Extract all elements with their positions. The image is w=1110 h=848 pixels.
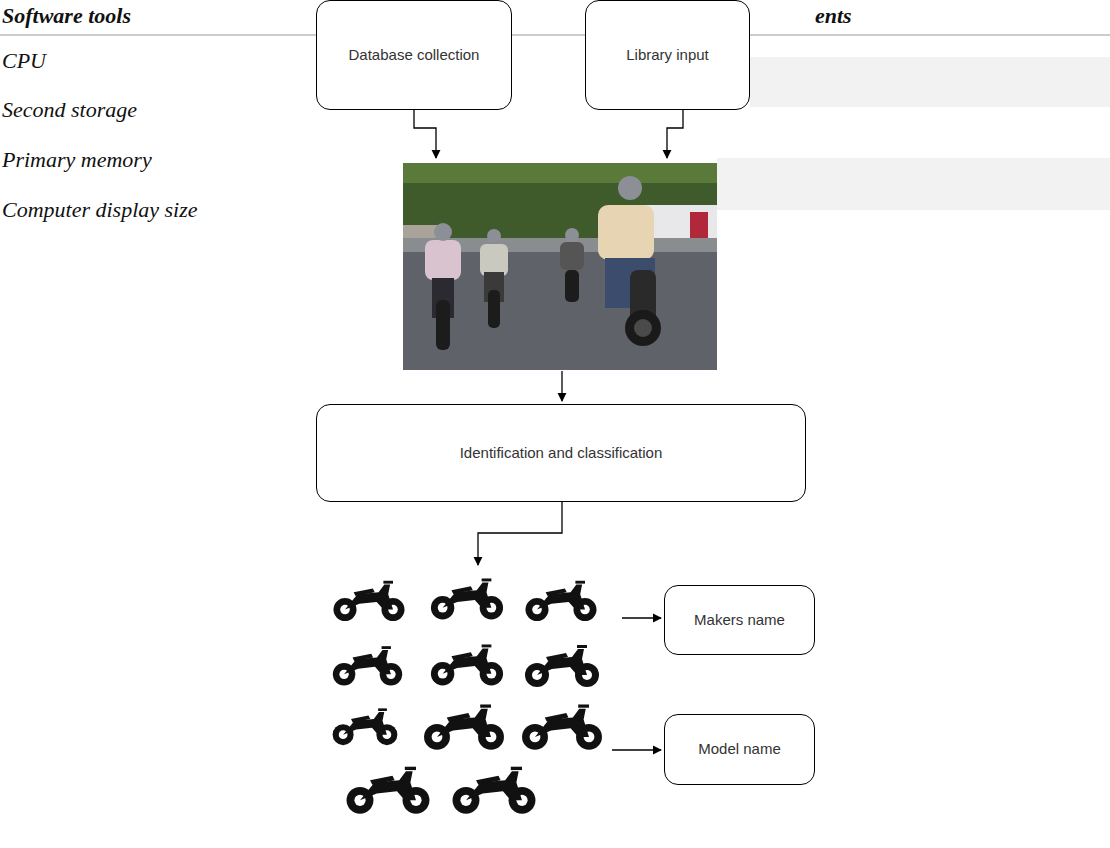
table-header: ents xyxy=(815,3,852,29)
table-row-shade xyxy=(717,158,1110,210)
box-label: Model name xyxy=(698,740,781,759)
box-label: Database collection xyxy=(349,46,480,65)
input-box: Library input xyxy=(585,0,750,110)
motorcycle-icons xyxy=(333,578,602,813)
table-cell: Primary memory xyxy=(2,147,152,173)
input-box: Database collection xyxy=(316,0,512,110)
box-label: Library input xyxy=(626,46,709,65)
table-cell: Computer display size xyxy=(2,197,198,223)
box-label: Makers name xyxy=(694,611,785,630)
table-header: Software tools xyxy=(2,3,131,29)
table-row-shade xyxy=(750,57,1110,107)
box-label: Identification and classification xyxy=(460,444,663,463)
table-rule xyxy=(0,35,1110,36)
output-box: Makers name xyxy=(664,585,815,655)
table-cell: Second storage xyxy=(2,97,137,123)
process-box: Identification and classification xyxy=(316,404,806,502)
table-cell: CPU xyxy=(2,48,46,74)
output-box: Model name xyxy=(664,714,815,785)
traffic-photo xyxy=(403,163,717,370)
